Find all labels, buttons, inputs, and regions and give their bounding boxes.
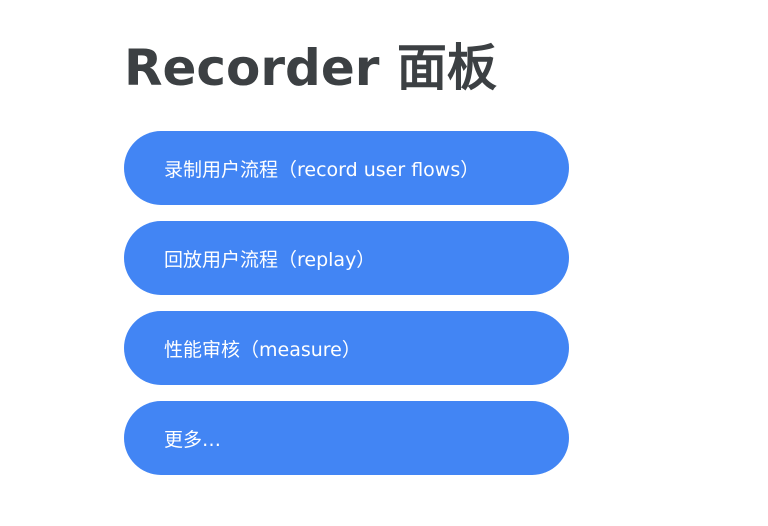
recorder-menu-list: 录制用户流程（record user flows） 回放用户流程（replay）… — [124, 131, 569, 491]
more-button[interactable]: 更多… — [124, 401, 569, 475]
record-user-flows-button[interactable]: 录制用户流程（record user flows） — [124, 131, 569, 205]
measure-button[interactable]: 性能审核（measure） — [124, 311, 569, 385]
page-title: Recorder 面板 — [124, 39, 497, 97]
replay-button[interactable]: 回放用户流程（replay） — [124, 221, 569, 295]
